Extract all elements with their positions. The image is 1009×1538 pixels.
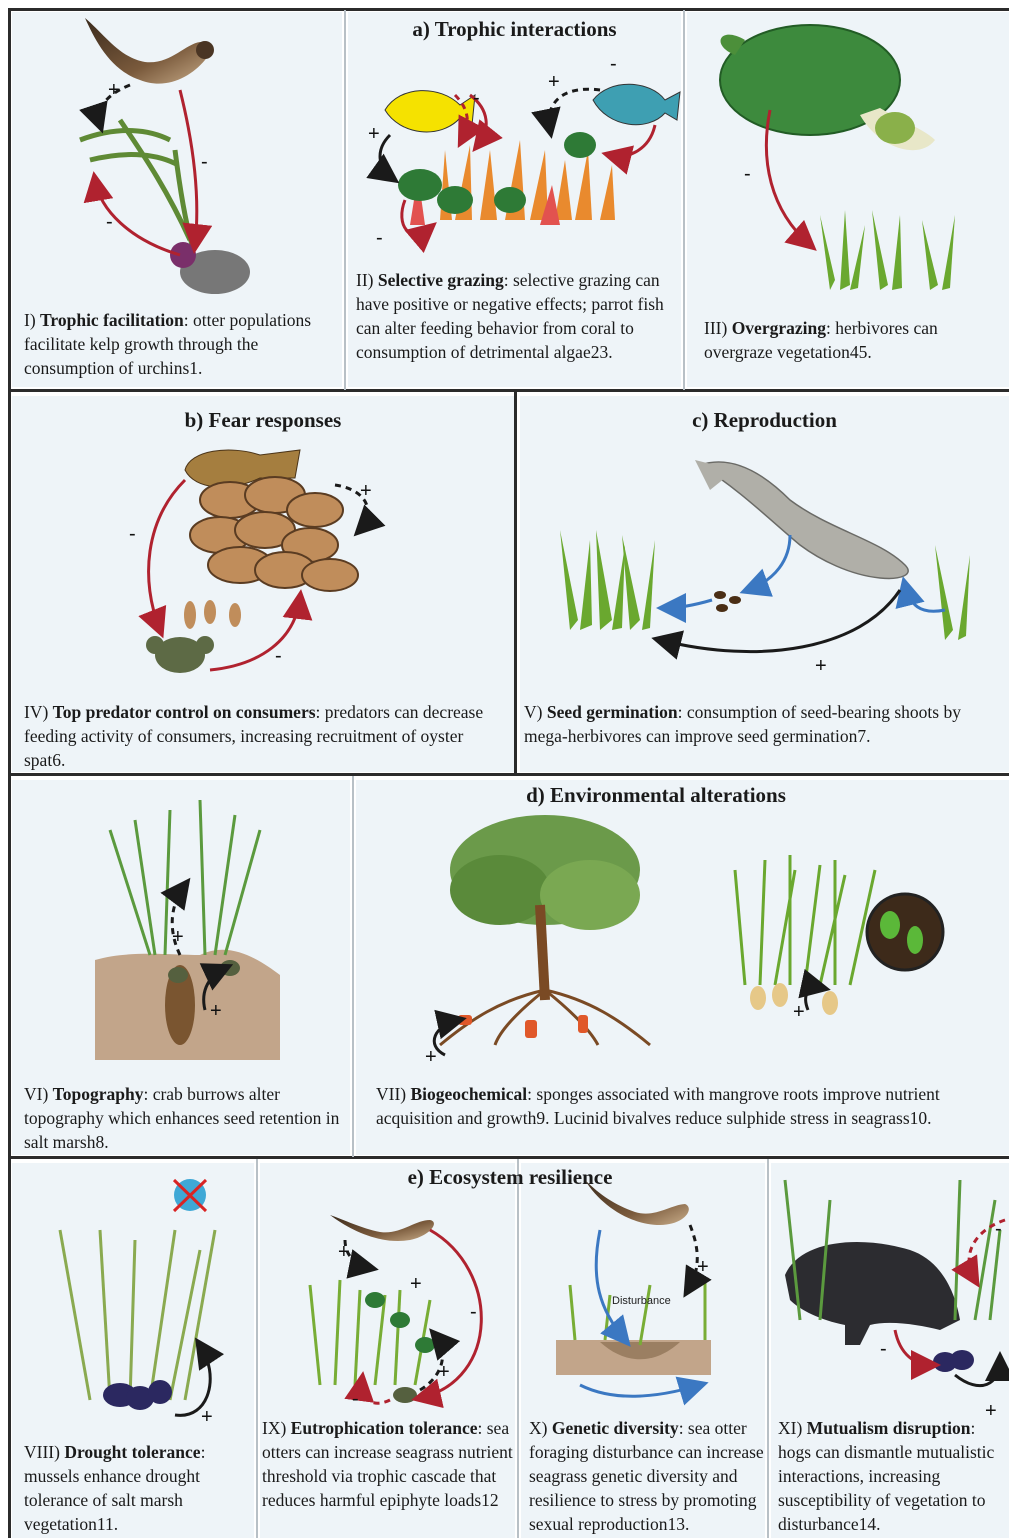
caption-seed-germination: V) Seed germination: consumption of seed… <box>524 700 1009 748</box>
sediment-bed <box>556 1340 711 1375</box>
sign-minus: - <box>470 1301 477 1323</box>
caption-biogeochemical: VII) Biogeochemical: sponges associated … <box>376 1082 1001 1130</box>
arrow-otter-disturbance <box>596 1230 625 1340</box>
disturbance-label: Disturbance <box>612 1295 671 1307</box>
arrow-fish-crab <box>149 480 185 630</box>
caption-top-predator: IV) Top predator control on consumers: p… <box>24 700 504 772</box>
dugong <box>695 460 908 578</box>
sea-turtle <box>720 25 935 150</box>
caption-eutrophication-tolerance: IX) Eutrophication tolerance: sea otters… <box>262 1416 520 1512</box>
sign-plus: + <box>368 123 380 145</box>
caption-mutualism-disruption: XI) Mutualism disruption: hogs can disma… <box>778 1416 1009 1536</box>
arrow-parrotfish-algae <box>549 89 600 130</box>
otter-illustration-3 <box>585 1180 689 1225</box>
otter-illustration-1 <box>85 18 214 84</box>
arrow-dispersal <box>580 1385 700 1396</box>
mangrove-tree <box>450 815 640 1000</box>
arrow-crab-oyster <box>210 598 300 670</box>
arrow-sponge-root <box>434 1020 458 1055</box>
marsh-grass-drought <box>60 1230 215 1400</box>
arrow-hog-mussels <box>895 1330 932 1365</box>
arrow-otter-seagrass-positive <box>688 1225 697 1290</box>
arrow-dugong-seeds <box>748 535 790 590</box>
arrow-bivalve-seagrass <box>806 987 822 1010</box>
caption-selective-grazing: II) Selective grazing: selective grazing… <box>356 268 676 364</box>
caption-term: Overgrazing <box>732 318 826 338</box>
sign-minus: - <box>275 645 282 667</box>
sign-plus: + <box>108 79 120 101</box>
caption-term: Drought tolerance <box>64 1442 200 1462</box>
caption-term: Genetic diversity <box>552 1418 679 1438</box>
seagrass-plants <box>570 1280 705 1345</box>
sign-minus: - <box>610 53 617 75</box>
sign-minus: - <box>995 1218 1002 1240</box>
mussels <box>103 1380 172 1410</box>
crab-1 <box>146 636 214 673</box>
sign-plus: + <box>548 71 560 93</box>
marsh-grass <box>110 800 260 955</box>
caption-trophic-facilitation: I) Trophic facilitation: otter populatio… <box>24 308 329 380</box>
caption-overgrazing: III) Overgrazing: herbivores can overgra… <box>704 316 1004 364</box>
sign-minus: - <box>129 523 136 545</box>
seagrass-meadow <box>735 855 875 985</box>
caption-genetic-diversity: X) Genetic diversity: sea otter foraging… <box>529 1416 767 1536</box>
sign-minus: - <box>473 87 480 109</box>
arrow-dugong-germination <box>660 590 900 652</box>
arrow-seeds-seagrass <box>665 600 712 608</box>
parrot-fish <box>593 84 680 124</box>
caption-term: Biogeochemical <box>411 1084 528 1104</box>
sign-minus: - <box>744 163 751 185</box>
sign-plus: + <box>438 1361 450 1383</box>
hog <box>785 1242 960 1345</box>
sign-minus: - <box>201 151 208 173</box>
caption-term: Selective grazing <box>378 270 504 290</box>
sediment-mound <box>95 950 280 1060</box>
oyster-spat <box>184 600 241 629</box>
oyster-reef <box>190 477 358 591</box>
yellow-fish <box>385 91 475 132</box>
caption-term: Seed germination <box>547 702 678 722</box>
caption-term: Mutualism disruption <box>807 1418 971 1438</box>
sign-minus: - <box>376 227 383 249</box>
caption-term: Top predator control on consumers <box>53 702 316 722</box>
seagrass-group-left <box>560 530 655 630</box>
sign-plus: + <box>210 1000 222 1022</box>
sign-plus: + <box>360 480 372 502</box>
otter-illustration-2 <box>330 1215 434 1241</box>
seagrass-tufts <box>820 210 955 290</box>
seeds <box>714 591 741 612</box>
arrow-parrotfish-coral <box>610 125 655 156</box>
sign-minus: - <box>106 211 113 233</box>
caption-term: Trophic facilitation <box>40 310 184 330</box>
sign-minus: - <box>880 1338 887 1360</box>
sign-minus: - <box>352 1388 359 1410</box>
caption-term: Topography <box>53 1084 144 1104</box>
sign-plus: + <box>425 1046 437 1068</box>
sign-plus: + <box>172 926 184 948</box>
caption-term: Eutrophication tolerance <box>291 1418 478 1438</box>
sign-plus: + <box>697 1256 709 1278</box>
sign-plus: + <box>815 655 827 677</box>
sign-plus: + <box>338 1241 350 1263</box>
caption-drought-tolerance: VIII) Drought tolerance: mussels enhance… <box>24 1440 249 1536</box>
bacteria-zoom <box>867 894 943 970</box>
caption-topography: VI) Topography: crab burrows alter topog… <box>24 1082 344 1154</box>
mussels-2 <box>933 1350 974 1372</box>
sign-plus: + <box>793 1001 805 1023</box>
arrow-yellowfish-algae <box>380 135 392 178</box>
sign-plus: + <box>201 1406 213 1428</box>
crab-2 <box>393 1387 417 1403</box>
urchin-rock <box>170 242 250 294</box>
sign-plus: + <box>410 1273 422 1295</box>
arrow-shoot-dugong <box>905 585 945 611</box>
seed-shoot <box>935 545 970 640</box>
no-water-icon <box>174 1179 206 1211</box>
